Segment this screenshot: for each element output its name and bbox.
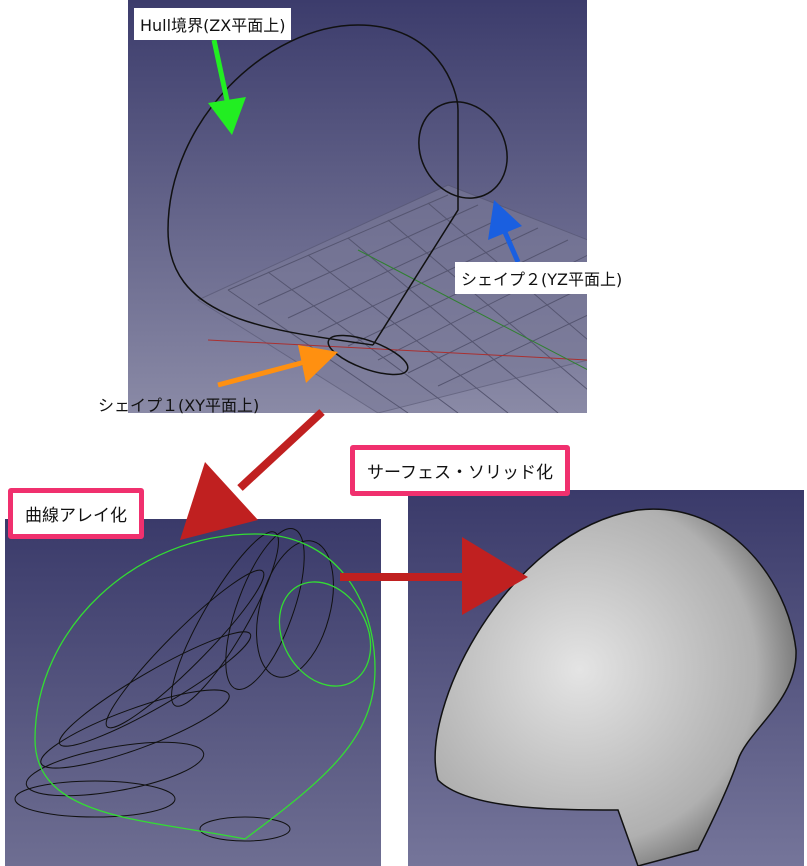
curve-array-label: 曲線アレイ化 <box>8 488 144 539</box>
hull-boundary-label: Hull境界(ZX平面上) <box>134 8 292 40</box>
solid-body <box>434 508 797 866</box>
shape2-label: シェイプ２(YZ平面上) <box>455 262 629 294</box>
curve-array-scene <box>14 528 376 842</box>
solid-viewport <box>408 490 804 866</box>
wireframe-viewport <box>128 0 587 413</box>
hull-outline <box>34 533 376 840</box>
shape1-label: シェイプ１(XY平面上) <box>98 396 260 415</box>
curve-array-viewport <box>5 519 381 866</box>
solid-scene <box>434 508 797 866</box>
surface-solid-label: サーフェス・ソリッド化 <box>350 445 570 496</box>
array-curves <box>14 528 334 842</box>
grid <box>196 184 587 413</box>
wireframe-scene <box>167 24 587 413</box>
